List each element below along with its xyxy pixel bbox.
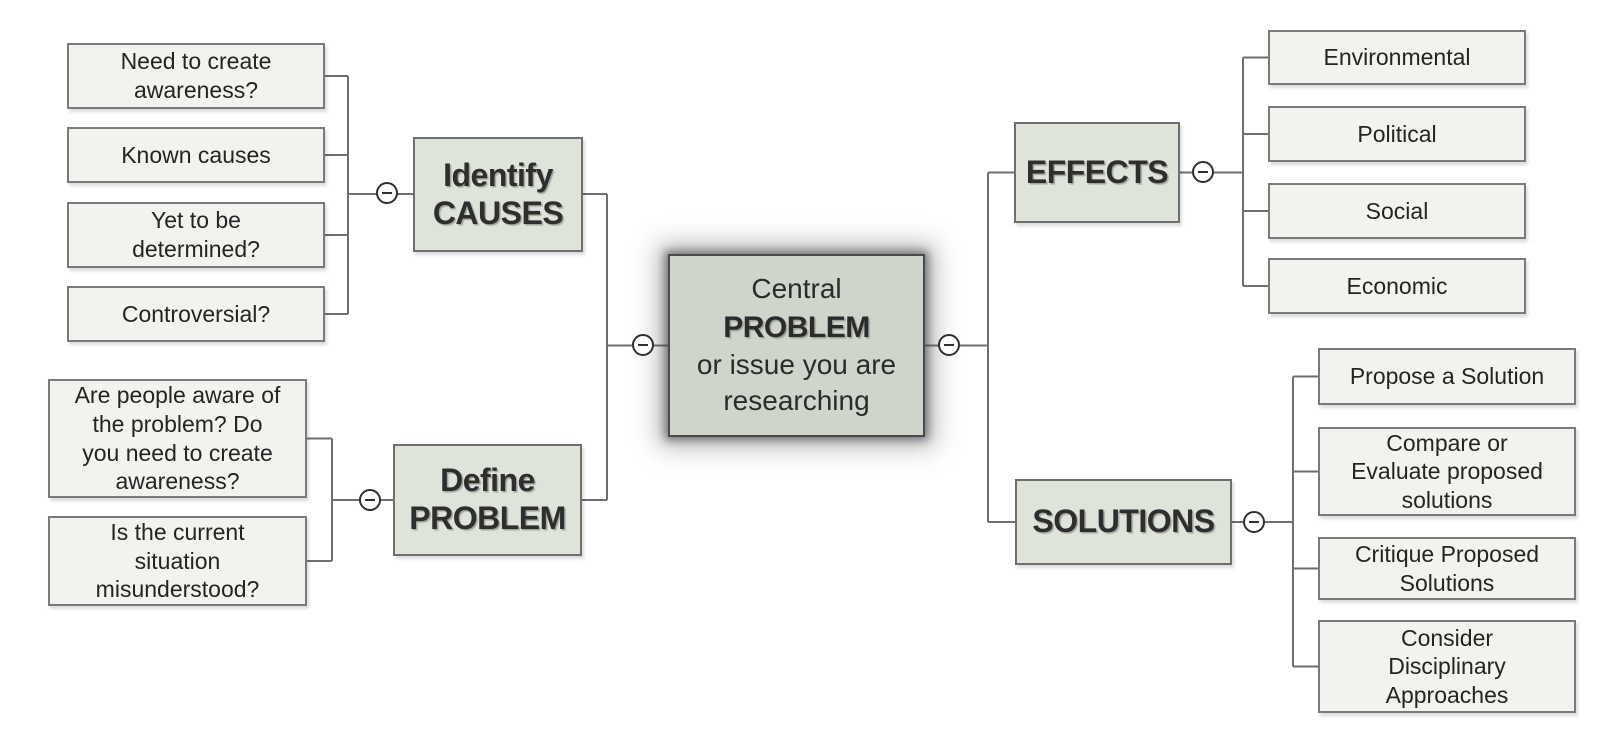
- node-need-to-create-awareness[interactable]: Need to create awareness?: [67, 43, 325, 109]
- node-controversial[interactable]: Controversial?: [67, 286, 325, 342]
- node-are-people-aware[interactable]: Are people aware of the problem? Do you …: [48, 379, 307, 498]
- minus-icon: [382, 192, 392, 194]
- node-define-problem[interactable]: Define PROBLEM: [393, 444, 582, 556]
- collapse-toggle-problem[interactable]: [359, 489, 381, 511]
- node-is-current-situation-misunderstood[interactable]: Is the current situation misunderstood?: [48, 516, 307, 606]
- node-compare-evaluate-solutions[interactable]: Compare or Evaluate proposed solutions: [1318, 427, 1576, 516]
- central-line-3: or issue you are researching: [696, 348, 897, 417]
- node-social[interactable]: Social: [1268, 183, 1526, 239]
- collapse-toggle-effects[interactable]: [1192, 161, 1214, 183]
- minus-icon: [638, 344, 648, 346]
- minus-icon: [365, 499, 375, 501]
- central-line-1: Central: [751, 273, 842, 305]
- minus-icon: [1249, 521, 1259, 523]
- node-political[interactable]: Political: [1268, 106, 1526, 162]
- node-central-problem[interactable]: Central PROBLEM or issue you are researc…: [668, 254, 925, 437]
- collapse-toggle-causes[interactable]: [376, 182, 398, 204]
- central-line-2: PROBLEM: [723, 310, 870, 344]
- minus-icon: [944, 344, 954, 346]
- node-solutions[interactable]: SOLUTIONS: [1015, 479, 1232, 565]
- node-effects[interactable]: EFFECTS: [1014, 122, 1180, 223]
- collapse-toggle-solutions[interactable]: [1243, 511, 1265, 533]
- collapse-toggle-central-left[interactable]: [632, 334, 654, 356]
- minus-icon: [1198, 171, 1208, 173]
- node-environmental[interactable]: Environmental: [1268, 30, 1526, 85]
- node-critique-proposed-solutions[interactable]: Critique Proposed Solutions: [1318, 537, 1576, 600]
- node-economic[interactable]: Economic: [1268, 258, 1526, 314]
- node-known-causes[interactable]: Known causes: [67, 127, 325, 183]
- collapse-toggle-central-right[interactable]: [938, 334, 960, 356]
- node-consider-disciplinary-approaches[interactable]: Consider Disciplinary Approaches: [1318, 620, 1576, 713]
- node-yet-to-be-determined[interactable]: Yet to be determined?: [67, 202, 325, 268]
- node-identify-causes[interactable]: Identify CAUSES: [413, 137, 583, 252]
- node-propose-a-solution[interactable]: Propose a Solution: [1318, 348, 1576, 405]
